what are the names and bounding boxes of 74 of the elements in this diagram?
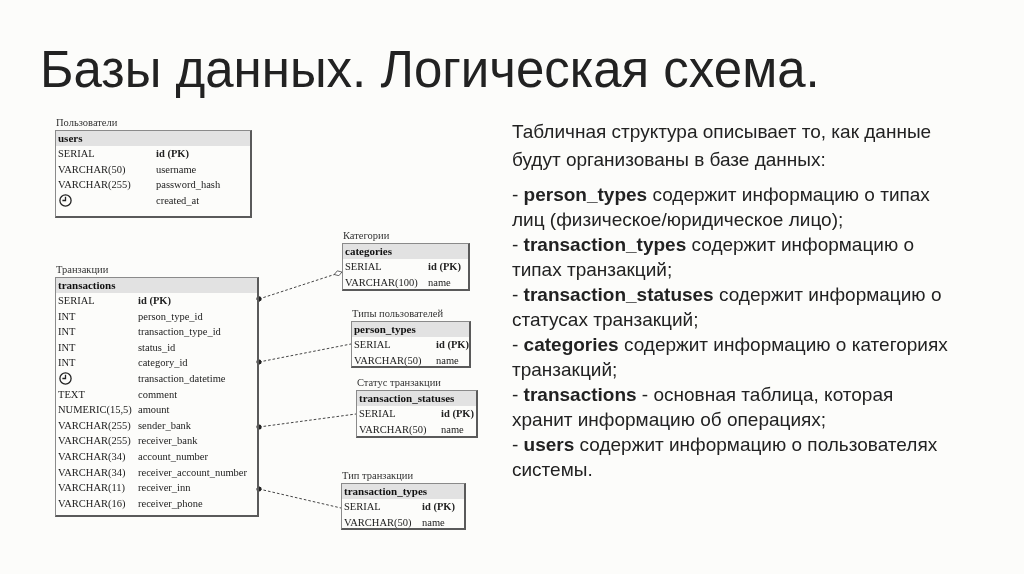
column-type: SERIAL [58, 147, 95, 161]
column-name: id (PK) [156, 147, 189, 161]
column-type: VARCHAR(255) [58, 178, 131, 193]
column-type: SERIAL [345, 260, 382, 274]
table-name: categories [343, 244, 468, 259]
column-name: name [422, 515, 445, 530]
column-name: id (PK) [428, 260, 461, 274]
table-name: transaction_types [342, 484, 464, 499]
column-name: receiver_bank [138, 434, 198, 449]
relationship-line [256, 413, 357, 430]
relationship-line [256, 486, 342, 509]
column-type: VARCHAR(50) [354, 353, 422, 368]
column-type: VARCHAR(34) [58, 465, 126, 480]
column-name: created_at [156, 193, 200, 208]
column-name: name [428, 275, 451, 290]
column-type: INT [58, 340, 76, 355]
column-type: SERIAL [344, 500, 381, 514]
column-name: comment [138, 387, 178, 402]
table-caption: Транзакции [56, 263, 109, 277]
column-type: VARCHAR(50) [58, 162, 126, 177]
table-name: transaction_statuses [357, 391, 476, 406]
table-name: person_types [352, 322, 469, 337]
column-type: SERIAL [58, 294, 95, 308]
column-name: transaction_datetime [138, 372, 226, 386]
list-item: - users содержит информацию о пользователях системы. [512, 433, 939, 482]
table-caption: Статус транзакции [357, 376, 441, 390]
column-type: VARCHAR(50) [344, 515, 412, 530]
column-type: VARCHAR(11) [58, 481, 126, 496]
table-caption: Пользователи [56, 116, 118, 130]
table-caption: Тип транзакции [342, 469, 414, 483]
column-type: VARCHAR(50) [359, 422, 427, 437]
column-name: id (PK) [422, 500, 455, 514]
column-name: id (PK) [138, 294, 171, 308]
list-item: - person_types содержит информацию о типах лиц (физическое/юридическое лицо); [512, 183, 931, 232]
column-name: receiver_account_number [138, 465, 248, 480]
list-item: - transaction_types содержит информацию о типах транзакций; [512, 233, 915, 282]
column-name: account_number [138, 450, 208, 464]
table-name: transactions [56, 278, 257, 293]
list-item: - transaction_statuses содержит информацию о статусах транзакций; [512, 283, 943, 332]
column-name: receiver_inn [138, 481, 191, 496]
column-type: TEXT [58, 387, 85, 402]
list-item: - categories содержит информацию о категориях транзакций; [512, 333, 949, 382]
table-name: users [56, 131, 250, 146]
column-type: NUMERIC(15,5) [58, 403, 132, 418]
column-type: VARCHAR(100) [345, 275, 418, 290]
column-name: username [156, 162, 197, 177]
column-type: VARCHAR(16) [58, 496, 126, 511]
column-name: amount [138, 403, 170, 418]
column-name: id (PK) [441, 407, 474, 421]
table-caption: Типы пользователей [352, 307, 444, 321]
intro-paragraph: Табличная структура описывает то, как данные будут организованы в базе данных: [512, 120, 933, 172]
column-name: transaction_type_id [138, 325, 221, 340]
column-type: INT [58, 356, 76, 371]
column-type: SERIAL [354, 338, 391, 352]
column-name: name [441, 422, 464, 437]
column-name: password_hash [156, 178, 221, 193]
relationship-line [256, 270, 343, 302]
column-type: SERIAL [359, 407, 396, 421]
table-caption: Категории [343, 229, 390, 243]
column-name: receiver_phone [138, 496, 203, 511]
column-name: id (PK) [436, 338, 469, 352]
column-type: VARCHAR(255) [58, 434, 131, 449]
column-name: status_id [138, 340, 176, 355]
column-name: sender_bank [138, 418, 192, 433]
column-type: INT [58, 325, 76, 340]
column-name: category_id [138, 356, 188, 371]
column-type: INT [58, 309, 76, 324]
list-item: - transactions - основная таблица, которая хранит информацию об операциях; [512, 383, 895, 432]
column-name: person_type_id [138, 309, 203, 324]
column-type: VARCHAR(34) [58, 450, 126, 464]
column-name: name [436, 353, 459, 368]
column-type: VARCHAR(255) [58, 418, 131, 433]
slide-title: Базы данных. Логическая схема. [40, 40, 820, 100]
relationship-line [256, 343, 352, 365]
